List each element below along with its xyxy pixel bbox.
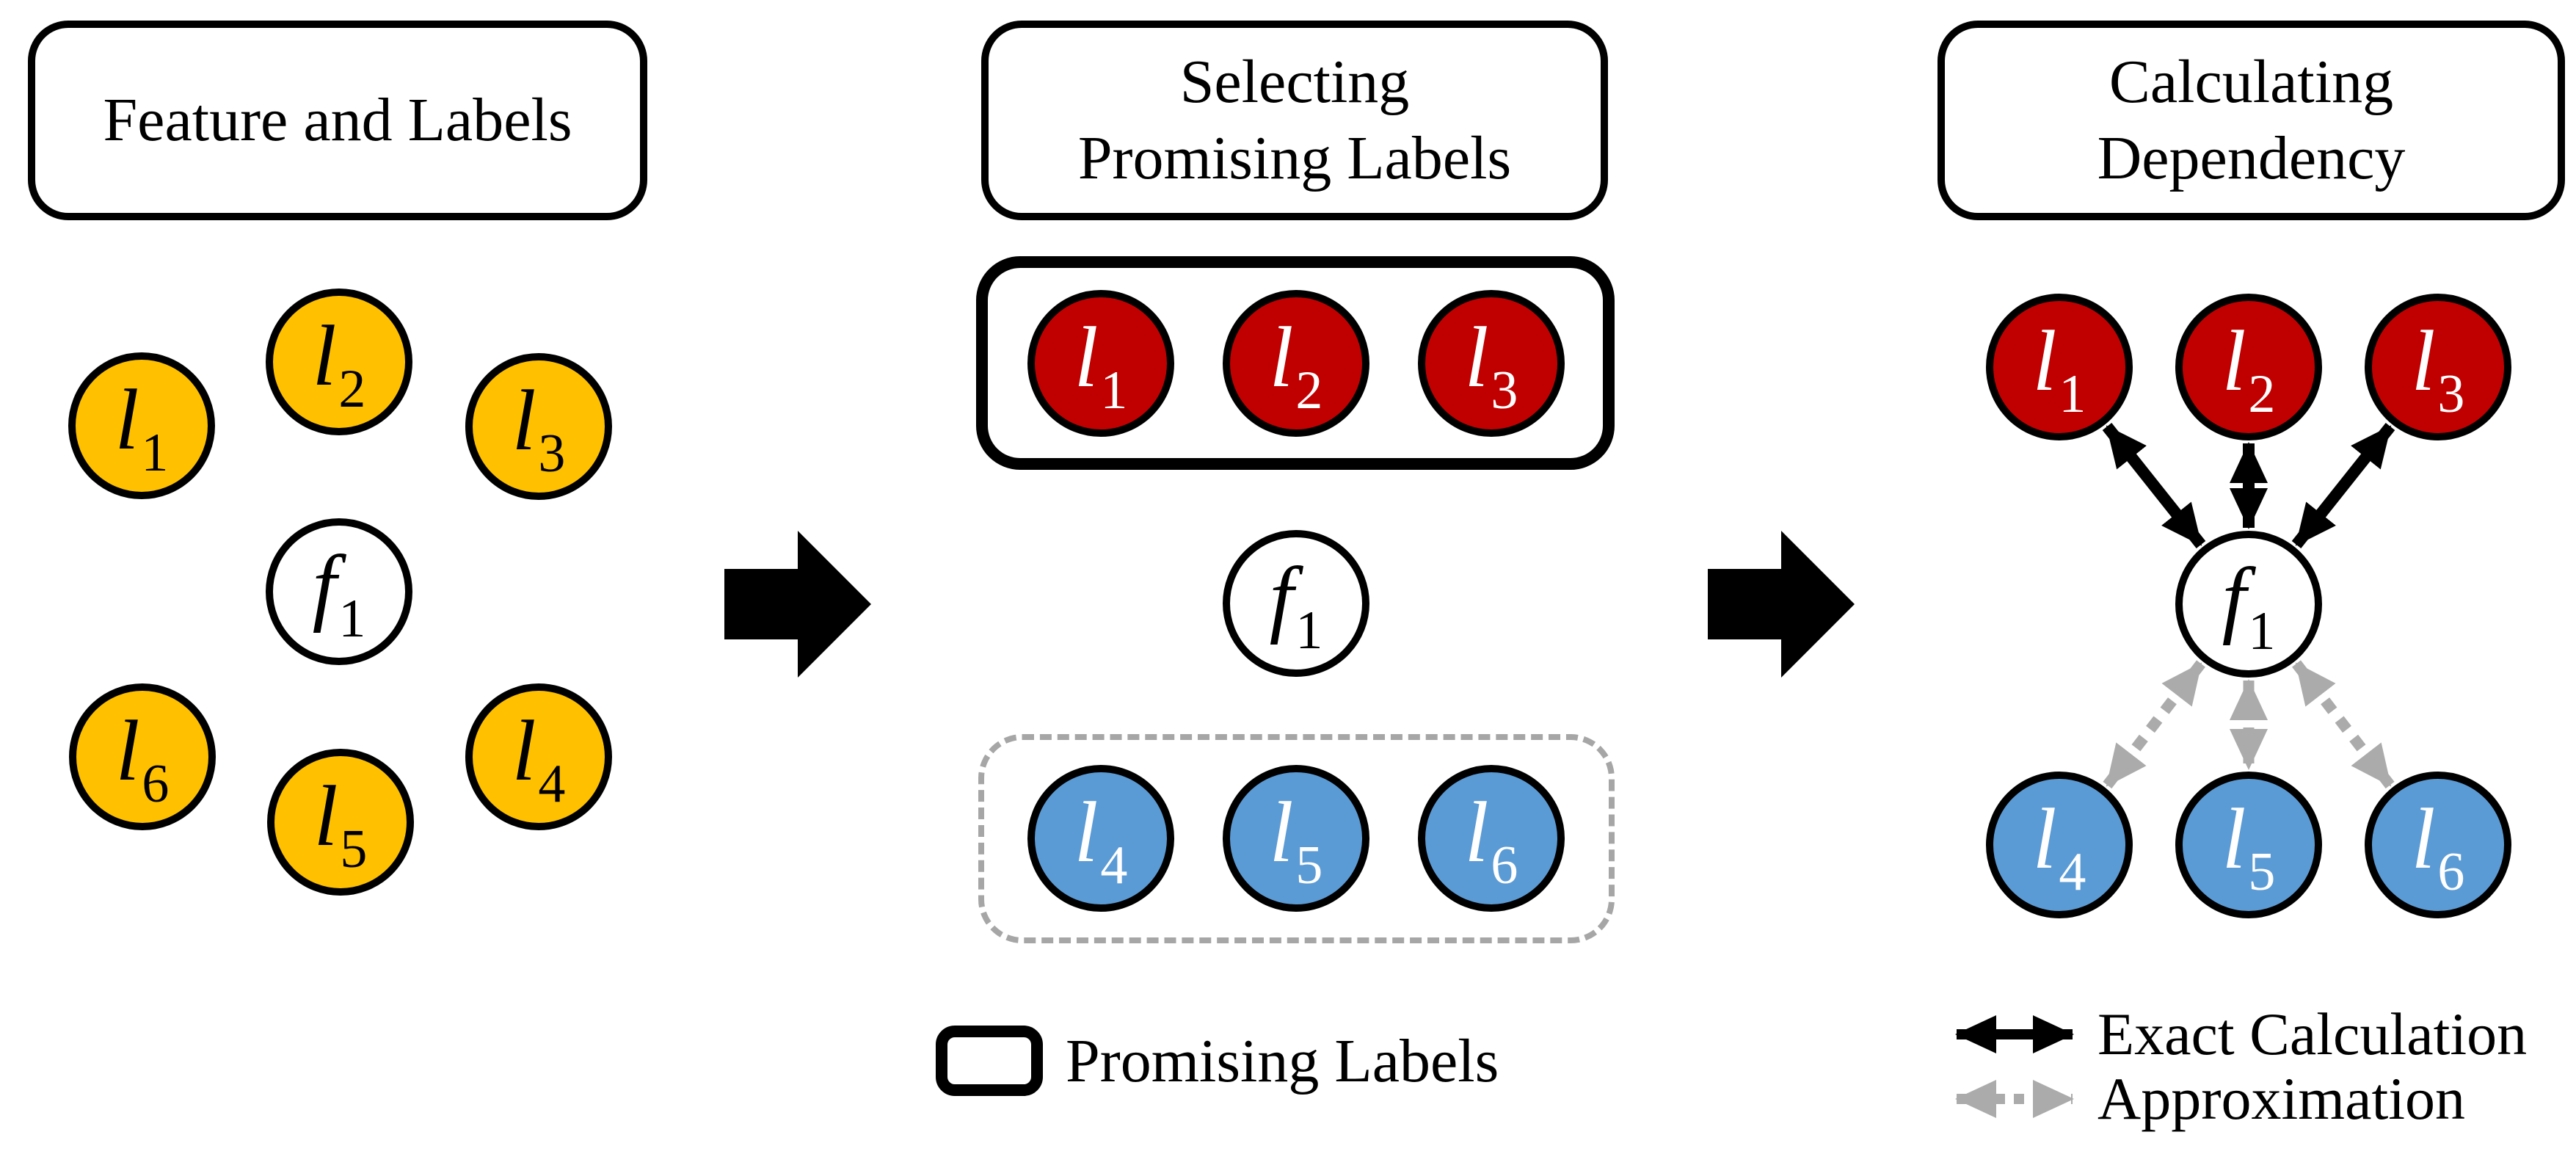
panel-title-text-line1: Calculating (2109, 48, 2394, 116)
exact-calculation-arrow-icon (1955, 1015, 2074, 1053)
flow-arrow-1 (724, 531, 871, 678)
panel-title-calculating-dependency: Calculating Dependency (1938, 21, 2565, 220)
flow-arrow-2 (1708, 531, 1855, 678)
approximation-edge (2292, 660, 2395, 789)
panel-title-feature-and-labels: Feature and Labels (28, 21, 647, 220)
promising-labels-legend-label: Promising Labels (1066, 1026, 1499, 1095)
exact-calculation-legend-label: Exact Calculation (2097, 1001, 2528, 1067)
approximation-arrow-icon (1955, 1080, 2074, 1118)
approximation-legend-label: Approximation (2097, 1065, 2466, 1132)
dependency-edges (2102, 423, 2395, 789)
exact-calculation-edge (2291, 423, 2395, 548)
exact-calculation-edge (2102, 423, 2206, 548)
panel-title-text: Feature and Labels (103, 86, 572, 154)
approximation-edge (2103, 660, 2205, 789)
promising-labels-legend-swatch (936, 1026, 1043, 1096)
panel-title-text-line2: Dependency (2097, 124, 2406, 192)
panel-flow-arrows (724, 531, 1855, 678)
panel-title-selecting-promising-labels: Selecting Promising Labels (981, 21, 1608, 220)
panel-title-text-line2: Promising Labels (1077, 124, 1512, 192)
panel-title-text-line1: Selecting (1179, 48, 1410, 116)
